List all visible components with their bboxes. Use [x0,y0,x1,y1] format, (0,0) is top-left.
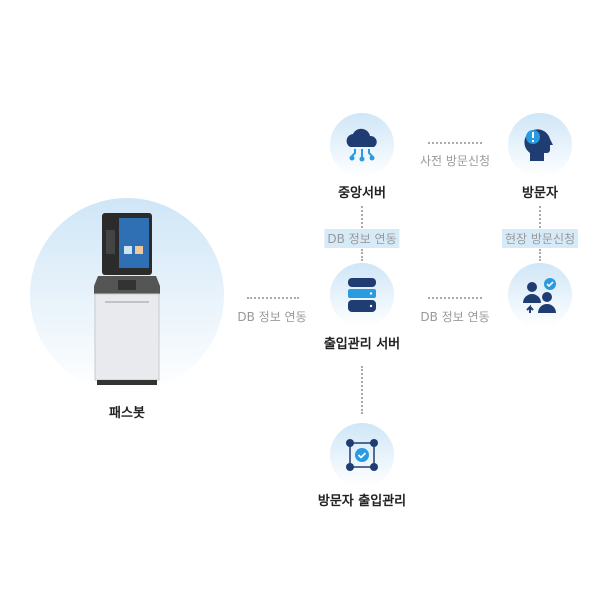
head-alert-icon [524,129,553,161]
pre-apply-label: 사전 방문신청 [419,154,491,168]
database-icon [348,278,376,312]
access-server-label: 출입관리 서버 [323,337,401,352]
kiosk-image [94,213,160,385]
visitor-access-label: 방문자 출입관리 [317,494,407,509]
connector-line [247,297,299,299]
kiosk-label: 패스봇 [109,406,145,421]
connector-line [428,142,482,144]
visitor-node [508,113,572,177]
onsite-apply-label: 현장 방문신청 [501,229,579,248]
connector-line [361,249,363,261]
network-check-icon [346,439,378,471]
connector-line [539,249,541,261]
connector-line [539,206,541,228]
connector-line [361,366,363,414]
visitor-label: 방문자 [522,186,558,201]
connector-line [428,297,482,299]
db-sync-right-label: DB 정보 연동 [420,310,490,324]
cloud-network-icon [346,128,377,162]
access-server-node [330,263,394,327]
db-sync-left-label: DB 정보 연동 [237,310,307,324]
kiosk-circle [30,198,224,392]
connector-line [361,206,363,228]
users-check-icon [523,278,556,313]
central-server-label: 중앙서버 [338,186,386,201]
db-sync-vertical-label: DB 정보 연동 [324,229,400,248]
onsite-node [508,263,572,327]
central-server-node [330,113,394,177]
visitor-access-node [330,423,394,487]
